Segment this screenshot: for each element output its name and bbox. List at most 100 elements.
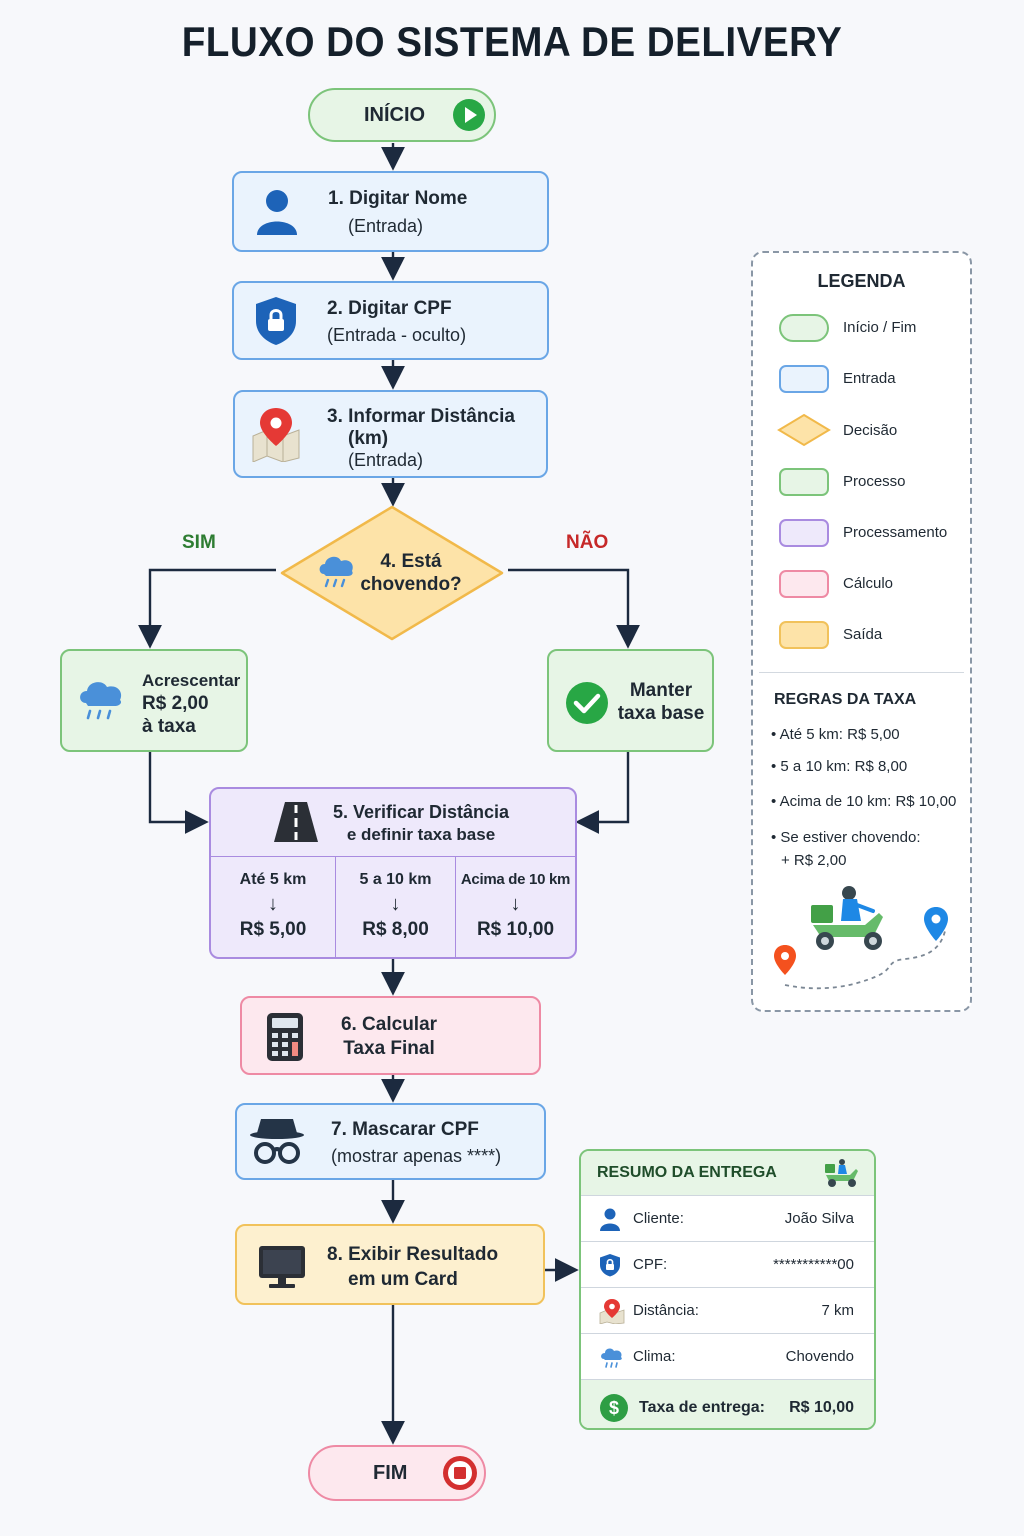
svg-text:$: $ bbox=[609, 1398, 619, 1418]
yes-branch-line1: Acrescentar bbox=[142, 671, 241, 690]
step3-box: 3. Informar Distância (km) (Entrada) bbox=[233, 390, 548, 478]
summary-value: 7 km bbox=[821, 1302, 854, 1319]
calculator-icon bbox=[267, 1013, 303, 1061]
step8-subtitle: em um Card bbox=[348, 1269, 458, 1290]
summary-total-label: Taxa de entrega: bbox=[639, 1399, 765, 1416]
summary-total-value: R$ 10,00 bbox=[789, 1399, 854, 1416]
start-label: INÍCIO bbox=[364, 103, 426, 126]
rain-cloud-icon bbox=[319, 556, 353, 588]
play-icon bbox=[453, 99, 485, 131]
monitor-icon bbox=[259, 1246, 305, 1288]
summary-label: Cliente: bbox=[633, 1210, 684, 1227]
step8-box: 8. Exibir Resultado em um Card bbox=[235, 1224, 545, 1305]
yes-branch-box: Acrescentar R$ 2,00 à taxa bbox=[60, 649, 248, 752]
step7-title: 7. Mascarar CPF bbox=[331, 1119, 479, 1140]
arrow-no-to-step5 bbox=[575, 752, 630, 834]
step3-title: 3. Informar Distância bbox=[327, 406, 515, 427]
step1-title: 1. Digitar Nome bbox=[328, 188, 468, 209]
end-label: FIM bbox=[373, 1461, 408, 1484]
step6-box: 6. Calcular Taxa Final bbox=[240, 996, 541, 1075]
legend-swatch-decision bbox=[777, 413, 831, 447]
step3-unit: (km) bbox=[348, 428, 389, 449]
step5-subtitle: e definir taxa base bbox=[346, 825, 496, 844]
legend-swatch-process bbox=[779, 468, 829, 496]
step5-tier-divider bbox=[211, 856, 575, 857]
rain-cloud-icon bbox=[80, 682, 122, 720]
decision-yes-label: SIM bbox=[182, 532, 216, 553]
legend-divider bbox=[759, 672, 964, 673]
user-icon bbox=[600, 1208, 620, 1231]
summary-total-row: $ Taxa de entrega: R$ 10,00 bbox=[581, 1379, 874, 1428]
summary-value: ***********00 bbox=[773, 1256, 854, 1273]
arrow-decision-yes bbox=[138, 568, 276, 649]
map-pin-icon bbox=[252, 408, 300, 462]
tier-price: R$ 5,00 bbox=[239, 919, 307, 940]
step2-title: 2. Digitar CPF bbox=[327, 298, 452, 319]
tier-range: 5 a 10 km bbox=[359, 871, 432, 888]
legend-swatch-output bbox=[779, 621, 829, 649]
tier-range: Acima de 10 km bbox=[460, 871, 571, 888]
step1-subtitle: (Entrada) bbox=[348, 216, 424, 236]
rule-item: • Se estiver chovendo: bbox=[771, 829, 921, 846]
dollar-circle-icon: $ bbox=[600, 1394, 628, 1422]
decision-no-label: NÃO bbox=[566, 532, 609, 553]
legend-swatch-input bbox=[779, 365, 829, 393]
legend-label: Processamento bbox=[843, 524, 948, 541]
legend-swatch-processing bbox=[779, 519, 829, 547]
step3-subtitle: (Entrada) bbox=[348, 450, 424, 470]
step2-box: 2. Digitar CPF (Entrada - oculto) bbox=[232, 281, 549, 360]
tier-arrow: ↓ bbox=[268, 893, 278, 915]
no-branch-box: Manter taxa base bbox=[547, 649, 714, 752]
rule-item: • 5 a 10 km: R$ 8,00 bbox=[771, 758, 908, 775]
step5-title: 5. Verificar Distância bbox=[332, 802, 510, 822]
rule-item: + R$ 2,00 bbox=[781, 852, 847, 869]
tier-arrow: ↓ bbox=[390, 893, 401, 915]
diagram-title: FLUXO DO SISTEMA DE DELIVERY bbox=[181, 18, 843, 65]
shield-lock-icon bbox=[600, 1253, 620, 1276]
yes-branch-line3: à taxa bbox=[142, 716, 196, 737]
decision-line1: 4. Está bbox=[380, 551, 442, 572]
legend-label: Saída bbox=[843, 626, 883, 643]
tier-price: R$ 10,00 bbox=[476, 919, 555, 940]
legend-label: Cálculo bbox=[843, 575, 894, 592]
step7-subtitle: (mostrar apenas ****) bbox=[331, 1146, 502, 1166]
step6-title: 6. Calcular bbox=[340, 1014, 438, 1035]
legend-panel: LEGENDA Início / Fim Entrada Decisão Pro… bbox=[751, 251, 972, 1012]
summary-value: Chovendo bbox=[785, 1348, 854, 1365]
summary-row: CPF: ***********00 bbox=[581, 1241, 874, 1287]
summary-row: Cliente: João Silva bbox=[581, 1195, 874, 1241]
no-branch-line2: taxa base bbox=[617, 703, 705, 724]
legend-swatch-start-end bbox=[779, 314, 829, 342]
legend-label: Processo bbox=[843, 473, 906, 490]
incognito-icon bbox=[250, 1119, 304, 1164]
delivery-scooter-icon bbox=[825, 1159, 858, 1187]
rule-item: • Acima de 10 km: R$ 10,00 bbox=[771, 793, 957, 810]
summary-label: Distância: bbox=[633, 1302, 699, 1319]
step5-tier-col-divider bbox=[335, 856, 336, 957]
decision-diamond bbox=[280, 505, 504, 641]
step5-box: 5. Verificar Distância e definir taxa ba… bbox=[209, 787, 577, 959]
summary-header: RESUMO DA ENTREGA bbox=[581, 1151, 874, 1195]
summary-title: RESUMO DA ENTREGA bbox=[597, 1164, 777, 1181]
summary-card: RESUMO DA ENTREGA Cliente: João Silva CP… bbox=[579, 1149, 876, 1430]
step1-box: 1. Digitar Nome (Entrada) bbox=[232, 171, 549, 252]
step8-title: 8. Exibir Resultado bbox=[327, 1244, 499, 1265]
arrow-yes-to-step5 bbox=[148, 752, 209, 834]
legend-label: Decisão bbox=[843, 422, 898, 439]
step5-tier-col-divider bbox=[455, 856, 456, 957]
yes-branch-line2: R$ 2,00 bbox=[142, 693, 209, 714]
step2-subtitle: (Entrada - oculto) bbox=[327, 325, 467, 345]
tier-price: R$ 8,00 bbox=[362, 919, 429, 940]
stop-icon bbox=[443, 1456, 477, 1490]
legend-title: LEGENDA bbox=[817, 271, 906, 291]
check-circle-icon bbox=[566, 682, 608, 724]
shield-lock-icon bbox=[256, 297, 296, 345]
tier-range: Até 5 km bbox=[239, 871, 307, 888]
rules-title: REGRAS DA TAXA bbox=[774, 691, 917, 708]
summary-label: CPF: bbox=[633, 1256, 668, 1273]
map-pin-icon bbox=[599, 1298, 625, 1324]
user-icon bbox=[257, 190, 297, 235]
legend-label: Entrada bbox=[843, 370, 896, 387]
tier-arrow: ↓ bbox=[510, 893, 521, 915]
